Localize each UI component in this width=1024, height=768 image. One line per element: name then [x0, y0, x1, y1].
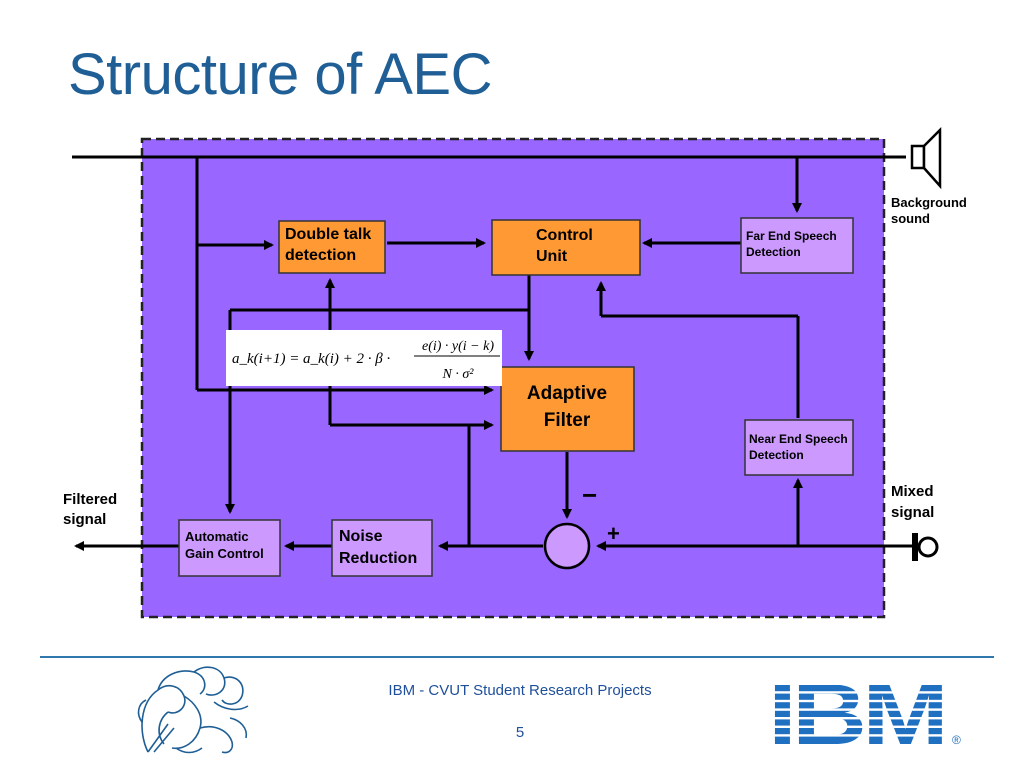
- aec-block-diagram: Double talk detection Control Unit Far E…: [63, 126, 967, 619]
- near-end-speech-detection-block: Near End Speech Detection: [744, 419, 854, 476]
- footer-text: IBM - CVUT Student Research Projects: [388, 682, 652, 699]
- agc-label-line1: Automatic: [185, 529, 249, 544]
- filtered-signal-label-line2: signal: [63, 511, 106, 528]
- control-unit-block: Control Unit: [491, 219, 641, 276]
- control-unit-label-line2: Unit: [536, 248, 568, 265]
- adaptive-filter-block: Adaptive Filter: [500, 366, 635, 452]
- summer-minus-sign: −: [582, 480, 597, 510]
- automatic-gain-control-block: Automatic Gain Control: [178, 519, 281, 577]
- cvut-lion-logo: [137, 666, 249, 754]
- noise-reduction-label-line2: Reduction: [339, 550, 417, 567]
- background-sound-label-line2: sound: [891, 211, 930, 226]
- formula-lhs: a_k(i+1) = a_k(i) + 2 · β ·: [232, 351, 390, 367]
- far-end-label-line1: Far End Speech: [746, 229, 837, 243]
- control-unit-label-line1: Control: [536, 227, 593, 244]
- page-number: 5: [515, 724, 525, 741]
- far-end-label-line2: Detection: [746, 245, 801, 259]
- background-sound-label-line1: Background: [891, 195, 967, 210]
- lms-update-formula: a_k(i+1) = a_k(i) + 2 · β · e(i) · y(i −…: [226, 330, 502, 386]
- ibm-logo-text: IBM: [768, 674, 944, 754]
- footer-divider: [40, 656, 994, 658]
- mixed-signal-label-line1: Mixed: [891, 483, 934, 500]
- ibm-logo: IBM ®: [768, 674, 961, 754]
- summing-junction: − +: [543, 480, 620, 570]
- adaptive-filter-label-line2: Filter: [544, 410, 591, 431]
- double-talk-label-line1: Double talk: [285, 226, 371, 243]
- near-end-label-line1: Near End Speech: [749, 432, 848, 446]
- ibm-registered-mark: ®: [952, 733, 961, 747]
- formula-denominator: N · σ²: [442, 367, 475, 382]
- formula-numerator: e(i) · y(i − k): [422, 339, 494, 354]
- filtered-signal-label-line1: Filtered: [63, 491, 117, 508]
- near-end-label-line2: Detection: [749, 448, 804, 462]
- agc-label-line2: Gain Control: [185, 546, 264, 561]
- summer-plus-sign: +: [607, 521, 620, 546]
- slide-title: Structure of AEC: [68, 42, 492, 107]
- speaker-icon: [910, 126, 942, 190]
- double-talk-label-line2: detection: [285, 247, 356, 264]
- double-talk-detection-block: Double talk detection: [278, 220, 386, 274]
- microphone-icon: [912, 533, 939, 561]
- far-end-speech-detection-block: Far End Speech Detection: [740, 217, 854, 274]
- mixed-signal-label-line2: signal: [891, 504, 934, 521]
- adaptive-filter-label-line1: Adaptive: [527, 383, 607, 404]
- noise-reduction-block: Noise Reduction: [331, 519, 433, 577]
- noise-reduction-label-line1: Noise: [339, 528, 383, 545]
